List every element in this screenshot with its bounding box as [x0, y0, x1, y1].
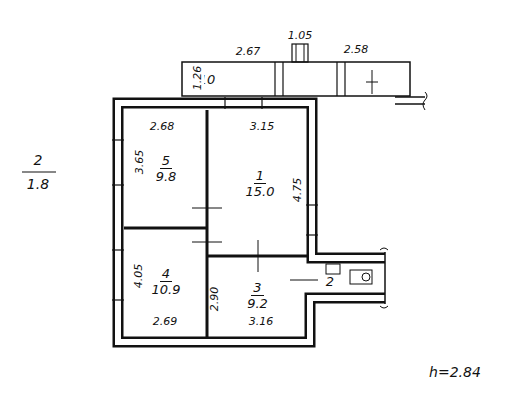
room: 2: [315, 266, 345, 296]
room-area: 9.2: [245, 296, 270, 311]
dimension-label: 2: [33, 152, 44, 168]
room-number: 5: [160, 153, 172, 169]
dimension-label: 2.58: [343, 44, 370, 56]
room-number: 4: [160, 266, 172, 282]
room-number: 2: [324, 274, 336, 289]
dimension-label: 1.26: [192, 65, 204, 92]
room-area: 15.0: [244, 184, 277, 199]
room-area: 9.8: [154, 169, 179, 184]
room-number: 3: [251, 280, 263, 296]
dimension-label: 3.15: [249, 121, 276, 133]
dimension-label: 3.16: [248, 316, 275, 328]
dimension-label: 2.68: [149, 121, 176, 133]
dimension-label: 2.67: [235, 46, 262, 58]
room-number: 1: [254, 168, 266, 184]
dimension-label: 2.90: [209, 286, 221, 313]
room: 10: [182, 62, 232, 96]
dimension-label: 2.69: [152, 316, 179, 328]
dimension-label: 1.05: [287, 30, 314, 42]
room-area: 10.9: [150, 282, 183, 297]
dimension-label: 4.75: [292, 177, 304, 204]
dimension-label: 4.05: [133, 263, 145, 290]
dimension-label: 3.65: [134, 149, 146, 176]
dimension-label: h=2.84: [428, 364, 482, 380]
dimension-label: 1.8: [26, 176, 50, 192]
